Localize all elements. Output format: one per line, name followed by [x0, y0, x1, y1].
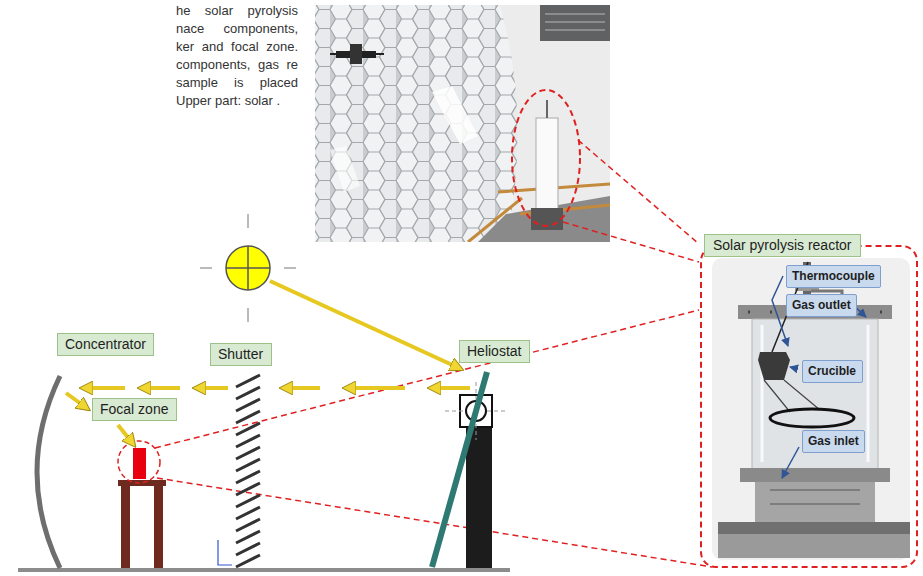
label-text: Shutter	[218, 346, 263, 363]
callout-text: Crucible	[808, 363, 856, 380]
label-box: Concentrator	[57, 333, 154, 356]
callout-text: Gas inlet	[808, 433, 859, 450]
figure-caption: he solar pyrolysis nace components, ker …	[176, 2, 298, 110]
callout-box: Gas inlet	[802, 430, 865, 453]
label-box: Heliostat	[459, 340, 530, 363]
sun-symbol	[200, 214, 296, 322]
focal-stand	[118, 441, 166, 568]
callout-leaders	[772, 276, 866, 478]
label-box: Shutter	[210, 343, 272, 366]
callout-box: Thermocouple	[786, 265, 881, 288]
reactor-panel: Solar pyrolysis reactorThermocoupleGas o…	[700, 245, 918, 568]
label-text: Concentrator	[65, 336, 146, 353]
axis-mark	[218, 540, 232, 565]
label-box: Focal zone	[92, 398, 177, 421]
reactor-photo	[712, 258, 910, 560]
heliostat-symbol	[432, 372, 507, 568]
furnace-photo	[315, 5, 610, 242]
shutter-symbol	[236, 375, 260, 567]
callout-box: Crucible	[802, 360, 863, 383]
light-rays	[66, 281, 470, 445]
callout-text: Gas outlet	[792, 297, 851, 314]
label-text: Heliostat	[467, 343, 521, 360]
zoom-lines	[155, 140, 712, 567]
callout-text: Thermocouple	[792, 268, 875, 285]
concentrator-mirror	[37, 376, 60, 568]
label-text: Focal zone	[100, 401, 168, 418]
ground-line	[18, 568, 510, 572]
callout-box: Gas outlet	[786, 294, 857, 317]
panel-heading: Solar pyrolysis reactor	[704, 234, 861, 257]
